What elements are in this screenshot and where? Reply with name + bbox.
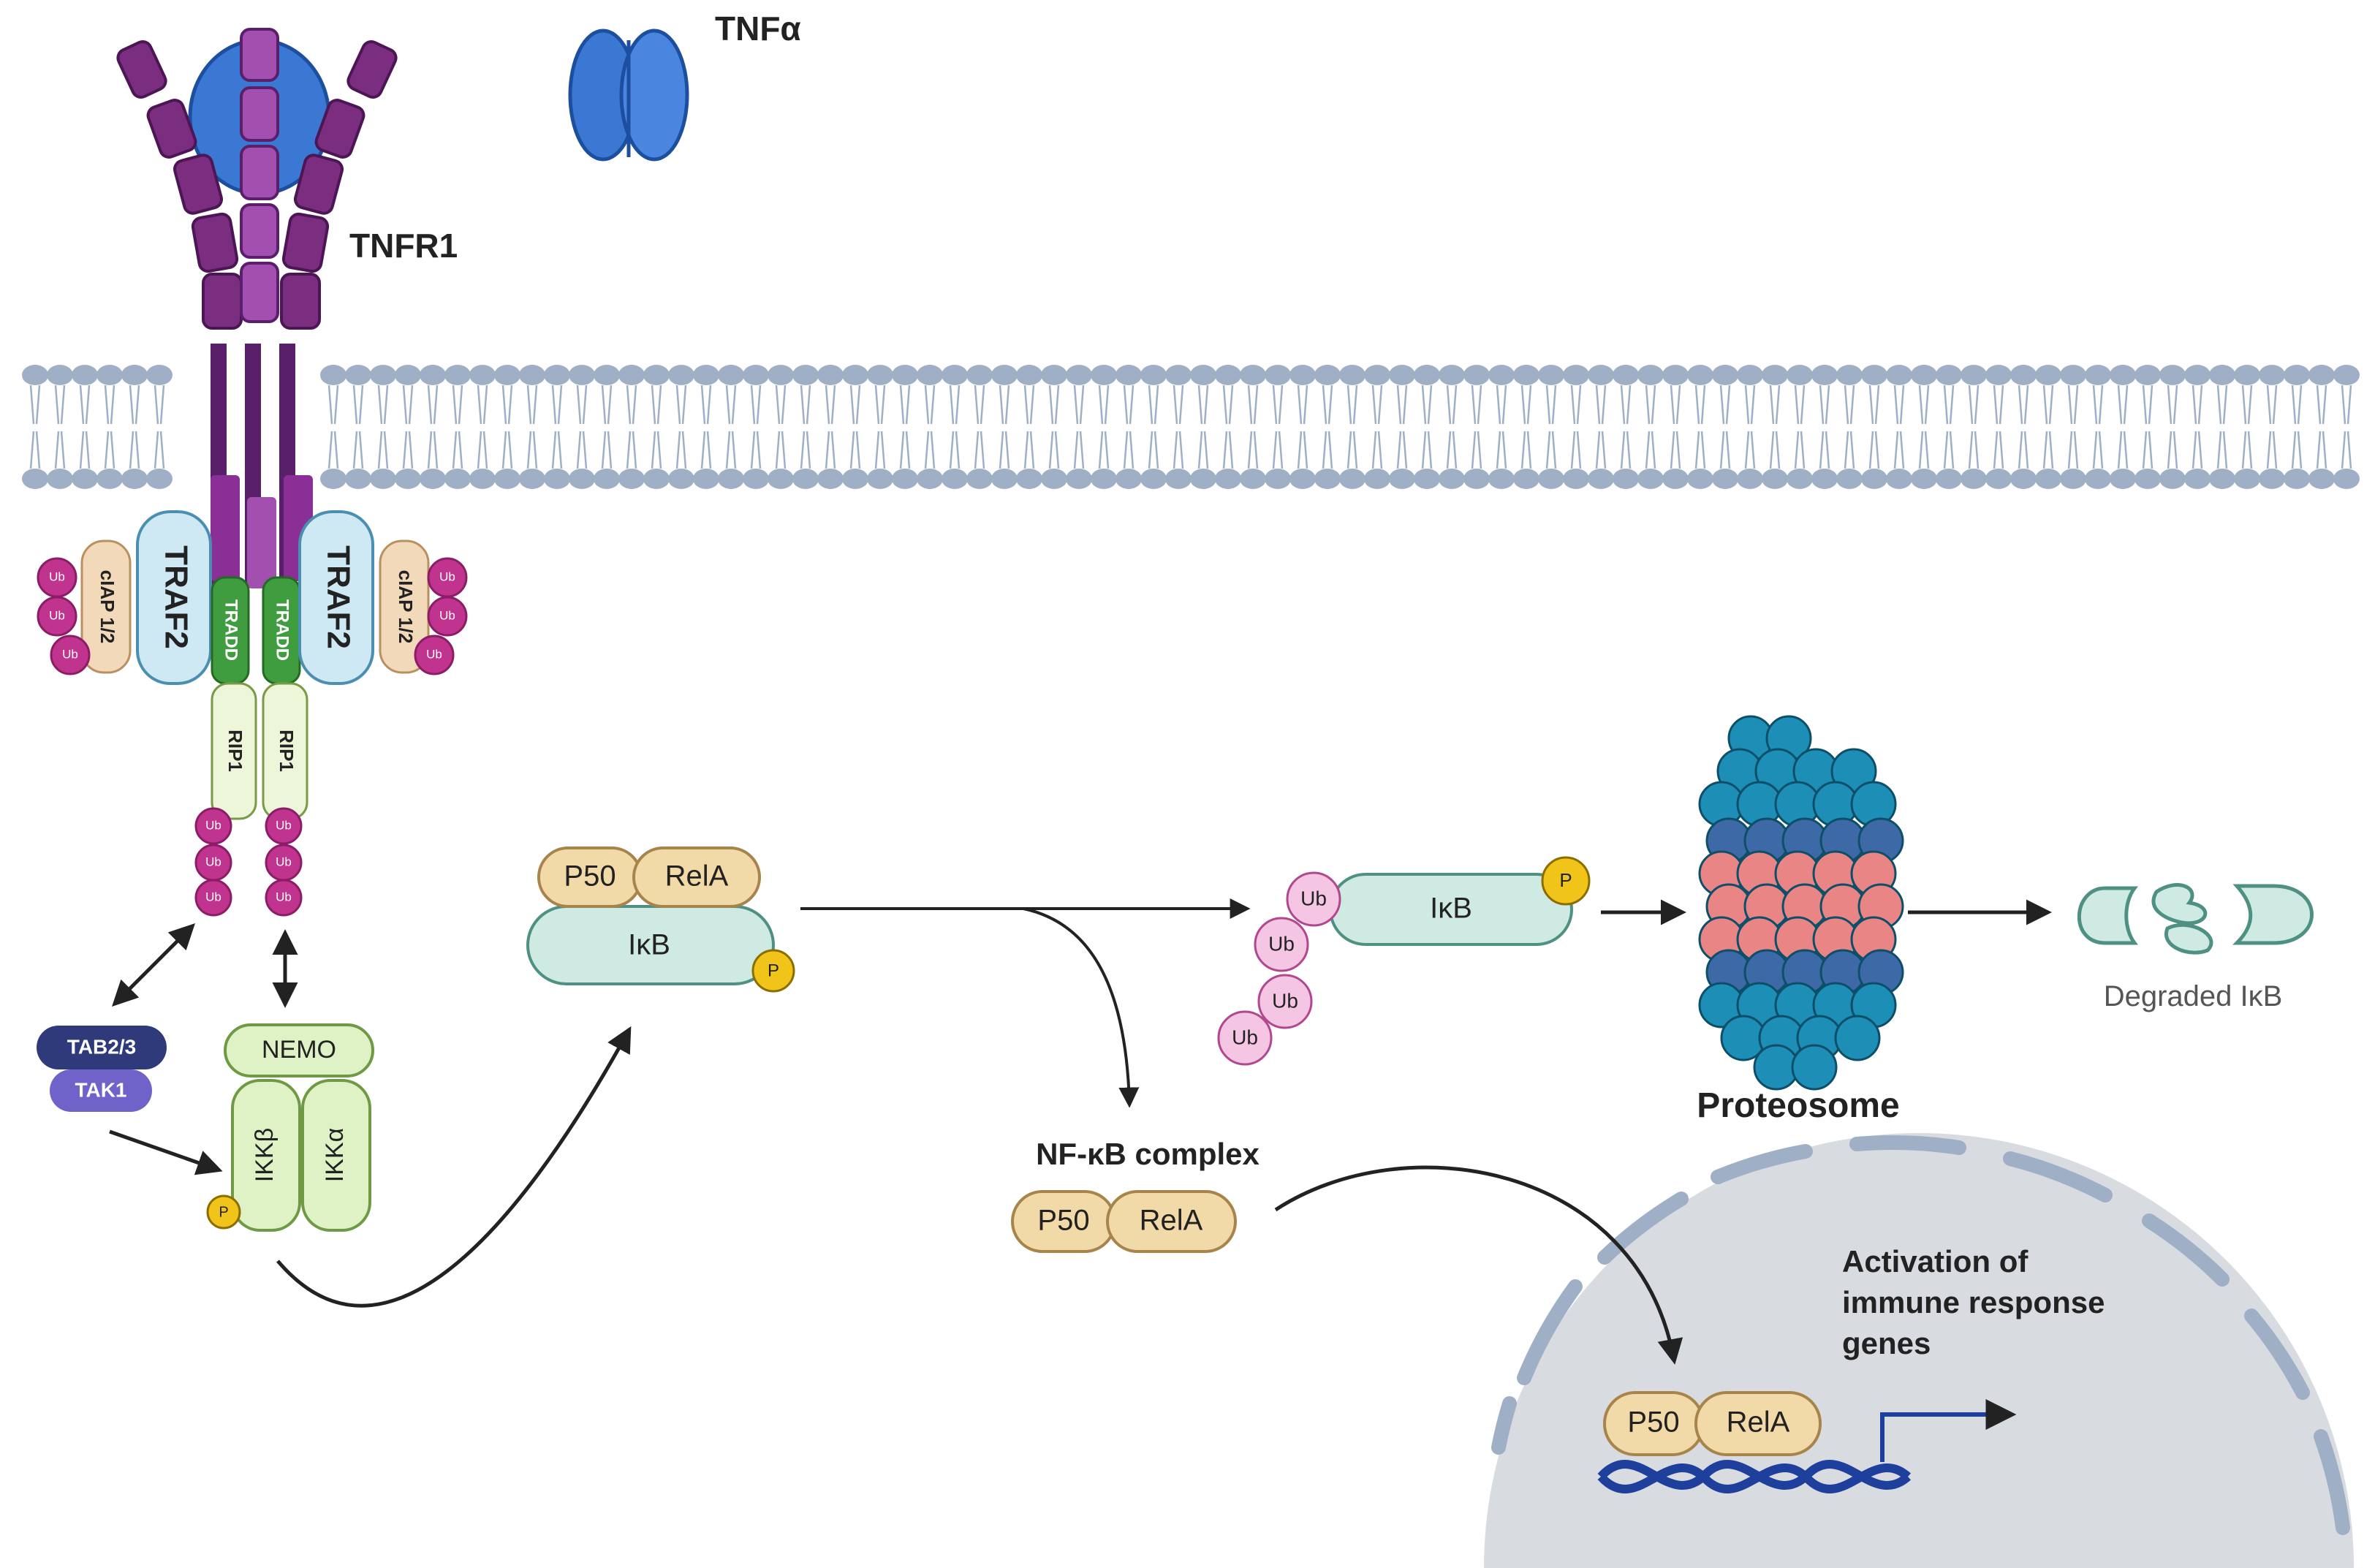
svg-text:IKKα: IKKα bbox=[321, 1128, 349, 1182]
svg-text:P: P bbox=[1559, 869, 1572, 891]
p50-rela-ikb-complex: IκB P50 RelA P bbox=[526, 847, 795, 993]
svg-text:P: P bbox=[768, 961, 779, 980]
svg-text:IκB: IκB bbox=[628, 929, 670, 961]
svg-text:cIAP 1/2: cIAP 1/2 bbox=[395, 570, 417, 644]
tradd-right: TRADD bbox=[262, 576, 301, 685]
nuclear-envelope bbox=[1491, 1135, 2350, 1535]
svg-text:Ub: Ub bbox=[276, 818, 292, 832]
nucleus bbox=[1484, 1133, 2354, 1568]
svg-text:RelA: RelA bbox=[1727, 1406, 1790, 1439]
tak1-to-ikk-arrow bbox=[109, 1129, 223, 1175]
nuclear-nfkb-complex: P50 RelA bbox=[1603, 1391, 1822, 1456]
ubiquitinated-ikb: IκB P Ub Ub Ub Ub bbox=[1217, 856, 1591, 1066]
cell-membrane bbox=[22, 365, 2360, 489]
traf2-right: TRAF2 bbox=[298, 510, 374, 685]
svg-text:TRAF2: TRAF2 bbox=[158, 545, 194, 649]
svg-text:IKKβ: IKKβ bbox=[251, 1128, 279, 1182]
svg-text:Ub: Ub bbox=[276, 890, 292, 904]
svg-text:TAK1: TAK1 bbox=[75, 1078, 126, 1101]
ciap-left: cIAP 1/2 bbox=[80, 539, 132, 674]
rip1-right-ubiquitin-chain: Ub Ub Ub bbox=[265, 807, 303, 917]
svg-text:TAB2/3: TAB2/3 bbox=[67, 1035, 136, 1058]
release-nfkb-arrow bbox=[1023, 907, 1140, 1108]
svg-text:TRADD: TRADD bbox=[273, 599, 292, 661]
svg-text:P50: P50 bbox=[1037, 1205, 1089, 1237]
svg-text:Ub: Ub bbox=[62, 647, 78, 661]
rip1-right: RIP1 bbox=[262, 682, 308, 820]
svg-text:RIP1: RIP1 bbox=[224, 730, 246, 772]
svg-text:P50: P50 bbox=[1627, 1406, 1679, 1439]
degraded-ikb-fragments bbox=[2077, 883, 2314, 955]
svg-text:NEMO: NEMO bbox=[262, 1036, 336, 1064]
membrane-heads-bottom bbox=[22, 469, 2360, 489]
nemo: NEMO bbox=[224, 1023, 374, 1077]
svg-text:IκB: IκB bbox=[1430, 893, 1472, 925]
rip1-left-ubiquitin-chain: Ub Ub Ub bbox=[194, 807, 232, 917]
svg-text:Ub: Ub bbox=[1232, 1026, 1258, 1048]
svg-text:Ub: Ub bbox=[205, 855, 221, 868]
traf2-left: TRAF2 bbox=[136, 510, 212, 685]
ikk-phosphate: P bbox=[206, 1194, 241, 1230]
degraded-ikb-label: Degraded IκB bbox=[2104, 980, 2283, 1012]
svg-text:Ub: Ub bbox=[439, 608, 455, 622]
transcription-arrow bbox=[1880, 1399, 2017, 1462]
membrane-heads-top bbox=[22, 365, 2360, 385]
svg-text:RIP1: RIP1 bbox=[276, 730, 298, 772]
membrane-tails bbox=[29, 385, 2352, 469]
ciap-left-ubiquitin-chain: Ub Ub Ub bbox=[37, 557, 91, 675]
svg-text:Ub: Ub bbox=[49, 608, 65, 622]
svg-text:RelA: RelA bbox=[665, 860, 729, 893]
ikk-to-ikb-arrow bbox=[276, 1026, 632, 1308]
ikb-ubiquitin-chain: Ub Ub Ub Ub bbox=[1217, 871, 1341, 1066]
proteosome bbox=[1698, 715, 1904, 1091]
tak1: TAK1 bbox=[50, 1069, 152, 1112]
activation-label-line3: genes bbox=[1842, 1326, 1931, 1360]
tradd-left: TRADD bbox=[211, 576, 250, 685]
dna-helix bbox=[1597, 1460, 1912, 1493]
svg-text:cIAP 1/2: cIAP 1/2 bbox=[96, 570, 118, 644]
nfkb-to-nucleus-arrow bbox=[1274, 1165, 1683, 1365]
svg-text:P50: P50 bbox=[564, 860, 615, 893]
ikk-alpha: IKKα bbox=[301, 1079, 371, 1232]
tab23: TAB2/3 bbox=[37, 1026, 167, 1069]
tnfr1-receptor bbox=[116, 28, 398, 588]
rip1-left: RIP1 bbox=[211, 682, 257, 820]
svg-text:P: P bbox=[219, 1204, 228, 1220]
svg-text:RelA: RelA bbox=[1140, 1205, 1203, 1237]
svg-text:Ub: Ub bbox=[439, 569, 455, 583]
svg-text:Ub: Ub bbox=[205, 818, 221, 832]
proteosome-label: Proteosome bbox=[1697, 1086, 1899, 1125]
nfkb-complex-label: NF-κB complex bbox=[1036, 1137, 1260, 1171]
svg-text:TRADD: TRADD bbox=[221, 599, 241, 661]
free-nfkb-complex: P50 RelA bbox=[1011, 1190, 1237, 1253]
svg-text:Ub: Ub bbox=[276, 855, 292, 868]
tnfr1-label: TNFR1 bbox=[349, 227, 458, 265]
activation-label-line2: immune response bbox=[1842, 1285, 2105, 1319]
svg-text:Ub: Ub bbox=[1300, 887, 1327, 909]
svg-text:Ub: Ub bbox=[49, 569, 65, 583]
svg-text:TRAF2: TRAF2 bbox=[320, 545, 356, 649]
svg-text:Ub: Ub bbox=[1268, 932, 1295, 955]
svg-text:Ub: Ub bbox=[1272, 989, 1298, 1012]
rip1-tak1-double-arrow bbox=[112, 923, 195, 1007]
tnf-alpha-label: TNFα bbox=[715, 10, 801, 48]
ciap-right-ubiquitin-chain: Ub Ub Ub bbox=[414, 557, 468, 675]
svg-text:Ub: Ub bbox=[205, 890, 221, 904]
ciap-right: cIAP 1/2 bbox=[379, 539, 430, 674]
tnf-alpha-trimer bbox=[568, 29, 689, 162]
activation-label-line1: Activation of bbox=[1842, 1244, 2029, 1279]
svg-text:Ub: Ub bbox=[426, 647, 442, 661]
ikk-beta: IKKβ bbox=[231, 1079, 301, 1232]
